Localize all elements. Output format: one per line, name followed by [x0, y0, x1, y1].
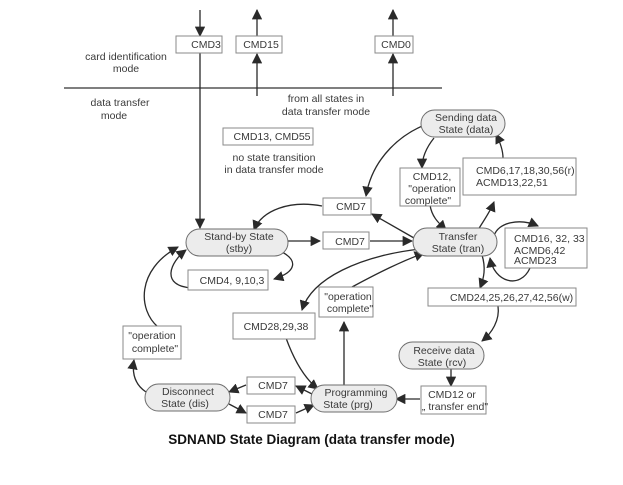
svg-text:CMD7: CMD7	[258, 380, 288, 392]
state-tran: Transfer State (tran)	[412, 227, 498, 257]
region-label-no-state-transition: no state transition in data transfer mod…	[224, 152, 323, 176]
state-rcv: Receive data State (rcv)	[398, 341, 485, 370]
edge-tran-to-cmd28	[299, 248, 421, 311]
edge-cmd24-to-rcv	[481, 305, 499, 342]
svg-text:CMD13, CMD55: CMD13, CMD55	[233, 131, 310, 143]
svg-text:State (tran): State (tran)	[432, 243, 485, 255]
svg-text:CMD24,25,26,27,42,56(w): CMD24,25,26,27,42,56(w)	[450, 292, 573, 304]
svg-text:from all states in: from all states in	[288, 93, 365, 105]
svg-text:CMD7: CMD7	[258, 409, 288, 421]
svg-text:Transfer: Transfer	[439, 231, 478, 243]
cmd-box-cmd16-loop: CMD16, 32, 33 ACMD6,42 ACMD23	[504, 227, 588, 269]
svg-text:CMD15: CMD15	[243, 39, 279, 51]
cmd-box-cmd7-dis-to-prg: CMD7	[246, 405, 296, 424]
svg-text:CMD7: CMD7	[336, 201, 366, 213]
edge-cmd16-to-tran	[486, 256, 531, 282]
svg-text:Receive data: Receive data	[413, 345, 474, 357]
svg-text:ACMD23: ACMD23	[514, 255, 557, 267]
svg-text:CMD6,17,18,30,56(r): CMD6,17,18,30,56(r)	[476, 165, 575, 177]
edge-opcomplete-to-tran	[351, 251, 425, 288]
svg-text:„ transfer end": „ transfer end"	[422, 401, 488, 413]
edge-cmd6-to-data	[495, 133, 505, 159]
svg-text:State (prg): State (prg)	[323, 399, 373, 411]
cmd-box-cmd7-prg-to-dis: CMD7	[246, 376, 296, 395]
edge-tran-to-cmd6	[477, 201, 496, 231]
svg-text:Stand-by State: Stand-by State	[204, 231, 274, 243]
edge-cmd4-to-stby	[170, 249, 193, 289]
cmd-box-cmd24-write: CMD24,25,26,27,42,56(w)	[427, 287, 577, 307]
svg-text:State (rcv): State (rcv)	[418, 357, 466, 369]
region-label-from-all-states: from all states in data transfer mode	[282, 93, 370, 118]
edge-cmd7-to-prg	[295, 404, 315, 414]
edge-data-to-cmd12	[416, 137, 435, 170]
svg-text:data transfer: data transfer	[91, 97, 150, 109]
svg-text:no state transition: no state transition	[233, 152, 316, 164]
svg-text:"operation: "operation	[324, 291, 372, 303]
cmd-box-cmd12-transfer-end: CMD12 or „ transfer end"	[420, 385, 488, 415]
edge-cmd12-to-tran	[429, 204, 447, 231]
edge-cmd7-to-stby	[252, 203, 323, 231]
svg-text:CMD28,29,38: CMD28,29,38	[244, 321, 309, 333]
cmd-box-operation-complete-prg: "operation complete"	[318, 286, 374, 318]
edge-dis-to-cmd7	[228, 403, 247, 414]
edge-tran-to-cmd16	[493, 217, 539, 237]
cmd-box-cmd6-read: CMD6,17,18,30,56(r) ACMD13,22,51	[462, 157, 577, 196]
state-data: Sending data State (data)	[420, 109, 506, 138]
svg-text:Programming: Programming	[324, 387, 387, 399]
edge-tran-to-cmd24	[478, 254, 489, 289]
svg-text:CMD12 or: CMD12 or	[428, 389, 476, 401]
cmd-box-cmd3: CMD3	[175, 35, 223, 54]
svg-text:CMD4, 9,10,3: CMD4, 9,10,3	[200, 275, 265, 287]
diagram-caption: SDNAND State Diagram (data transfer mode…	[168, 432, 455, 447]
cmd-box-cmd4-loop: CMD4, 9,10,3	[187, 269, 269, 291]
edge-prg-to-cmd7	[295, 385, 315, 396]
cmd-box-cmd15: CMD15	[235, 35, 283, 54]
state-prg: Programming State (prg)	[310, 384, 398, 413]
edge-cmd7-to-dis	[228, 383, 247, 394]
region-label-card-identification: card identification mode	[85, 51, 167, 75]
svg-text:CMD12,: CMD12,	[413, 171, 452, 183]
edge-tran-to-cmd7	[371, 213, 415, 239]
svg-text:complete": complete"	[132, 343, 179, 355]
edge-dis-to-opcomplete	[127, 358, 147, 393]
svg-text:data transfer mode: data transfer mode	[282, 106, 370, 118]
svg-text:CMD16, 32, 33: CMD16, 32, 33	[514, 233, 585, 245]
state-stby: Stand-by State (stby)	[185, 228, 289, 257]
svg-text:Sending data: Sending data	[435, 112, 497, 124]
svg-text:card identification: card identification	[85, 51, 167, 63]
cmd-box-cmd28: CMD28,29,38	[232, 312, 316, 340]
cmd-box-operation-complete-dis: "operation complete"	[122, 325, 182, 360]
svg-text:State (data): State (data)	[439, 124, 494, 136]
svg-text:CMD3: CMD3	[191, 39, 221, 51]
svg-text:mode: mode	[101, 110, 127, 122]
svg-text:"operation: "operation	[128, 330, 176, 342]
svg-text:ACMD6,42: ACMD6,42	[514, 245, 566, 257]
cmd-box-cmd13-cmd55: CMD13, CMD55	[222, 127, 314, 146]
edge-opcomplete-to-stby	[143, 246, 179, 328]
svg-text:(stby): (stby)	[226, 243, 252, 255]
region-label-data-transfer: data transfer mode	[91, 97, 150, 122]
svg-text:mode: mode	[113, 63, 139, 75]
cmd-box-cmd0: CMD0	[374, 35, 414, 54]
state-dis: Disconnect State (dis)	[144, 383, 231, 412]
svg-text:State (dis): State (dis)	[161, 398, 209, 410]
edge-cmd28-to-prg	[285, 337, 319, 390]
svg-text:complete": complete"	[405, 195, 452, 207]
svg-text:CMD7: CMD7	[335, 236, 365, 248]
svg-text:complete": complete"	[327, 303, 374, 315]
cmd-box-cmd12-operation-complete: CMD12, "operation complete"	[399, 167, 461, 207]
svg-text:ACMD13,22,51: ACMD13,22,51	[476, 177, 548, 189]
svg-text:in data transfer mode: in data transfer mode	[224, 164, 323, 176]
svg-text:"operation: "operation	[408, 183, 456, 195]
cmd-box-cmd7-to-stby: CMD7	[322, 197, 372, 216]
svg-text:Disconnect: Disconnect	[162, 386, 214, 398]
cmd-box-cmd7-to-tran: CMD7	[322, 231, 370, 250]
svg-text:CMD0: CMD0	[381, 39, 411, 51]
